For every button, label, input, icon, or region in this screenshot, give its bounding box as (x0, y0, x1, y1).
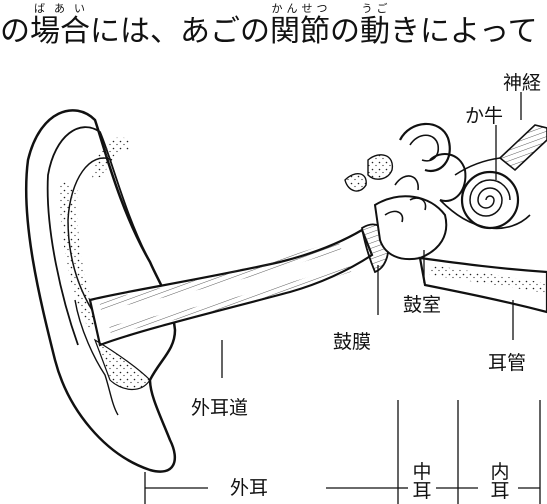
label-nerve: 神経 (503, 68, 541, 95)
label-tympanic-cavity: 鼓室 (403, 290, 441, 317)
label-cochlea: か牛 (465, 101, 503, 128)
label-eustachian-tube: 耳管 (488, 348, 526, 375)
region-outer-ear: 外耳 (230, 479, 268, 498)
label-ear-canal: 外耳道 (191, 393, 248, 420)
region-inner-ear: 内 耳 (490, 463, 510, 501)
label-eardrum: 鼓膜 (333, 327, 371, 354)
nerve-bundle (500, 125, 547, 170)
region-middle-ear: 中 耳 (412, 463, 432, 501)
